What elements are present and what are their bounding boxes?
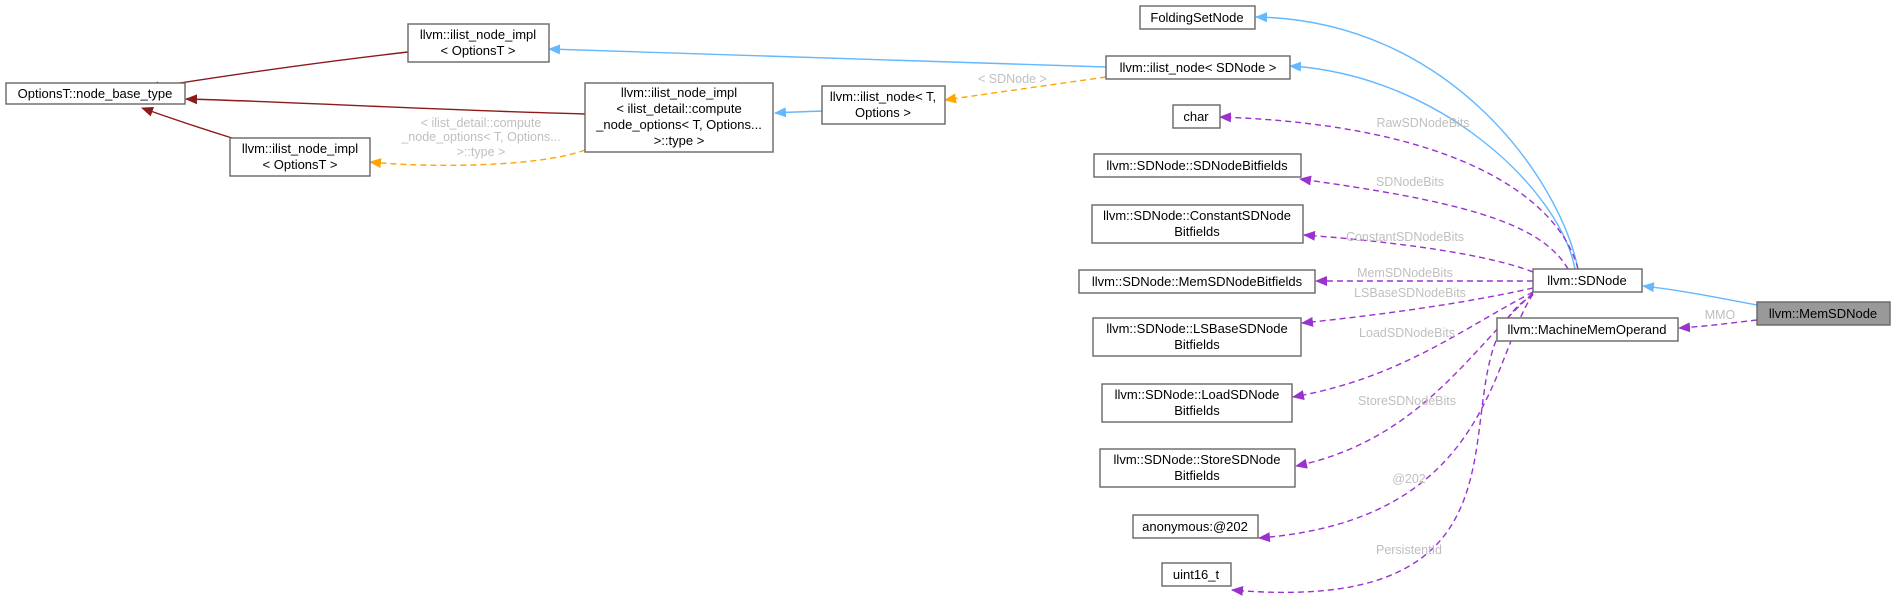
node-machine-mem-operand[interactable]: llvm::MachineMemOperand [1496, 317, 1679, 342]
node-store-sdnode-bitfields[interactable]: llvm::SDNode::StoreSDNode Bitfields [1099, 448, 1296, 488]
svg-text:uint16_t: uint16_t [1173, 567, 1220, 582]
svg-text:anonymous:@202: anonymous:@202 [1142, 519, 1248, 534]
svg-text:char: char [1183, 109, 1209, 124]
edge-sdnode-raw [1219, 112, 1579, 270]
edge-ilist-t-to-impl-compute [774, 107, 823, 118]
svg-text:llvm::MemSDNode: llvm::MemSDNode [1769, 306, 1877, 321]
edge-ilist-sdnode-to-ilist-t [944, 76, 1107, 104]
edge-impl-compute-to-base [185, 94, 586, 115]
label-anon-202: @202 [1392, 472, 1426, 486]
edge-sdnode-to-ilist-sdnode [1289, 61, 1576, 270]
svg-text:FoldingSetNode: FoldingSetNode [1150, 10, 1243, 25]
label-mmo: MMO [1705, 308, 1736, 322]
edge-sdnode-load [1292, 291, 1534, 400]
label-compute-template-3: >::type > [457, 145, 506, 159]
svg-text:llvm::ilist_node< SDNode >: llvm::ilist_node< SDNode > [1120, 60, 1277, 75]
label-compute-template-1: < ilist_detail::compute [421, 116, 542, 130]
node-constant-sdnode-bitfields[interactable]: llvm::SDNode::ConstantSDNode Bitfields [1091, 204, 1304, 244]
node-ilist-node-impl-bottom[interactable]: llvm::ilist_node_impl < OptionsT > [229, 137, 371, 177]
svg-text:< OptionsT >: < OptionsT > [263, 157, 338, 172]
svg-text:llvm::SDNode::SDNodeBitfields: llvm::SDNode::SDNodeBitfields [1106, 158, 1288, 173]
label-lsbase-sdnode-bits: LSBaseSDNodeBits [1354, 286, 1466, 300]
label-load-sdnode-bits: LoadSDNodeBits [1359, 326, 1455, 340]
node-ilist-node-t-options[interactable]: llvm::ilist_node< T, Options > [821, 85, 946, 125]
svg-text:Bitfields: Bitfields [1174, 337, 1220, 352]
edges [141, 12, 1758, 596]
node-lsbase-sdnode-bitfields[interactable]: llvm::SDNode::LSBaseSDNode Bitfields [1092, 317, 1302, 357]
node-options-base-type[interactable]: OptionsT::node_base_type [5, 82, 186, 105]
label-raw-sdnode-bits: RawSDNodeBits [1376, 116, 1469, 130]
label-sdnode-template: < SDNode > [978, 72, 1047, 86]
svg-text:llvm::ilist_node_impl: llvm::ilist_node_impl [242, 141, 358, 156]
svg-text:Bitfields: Bitfields [1174, 224, 1220, 239]
svg-text:llvm::SDNode::LoadSDNode: llvm::SDNode::LoadSDNode [1115, 387, 1280, 402]
node-sdnode[interactable]: llvm::SDNode [1532, 268, 1643, 293]
svg-text:llvm::SDNode::LSBaseSDNode: llvm::SDNode::LSBaseSDNode [1106, 321, 1287, 336]
edge-memsdnode-to-sdnode [1642, 282, 1758, 306]
svg-text:llvm::SDNode::ConstantSDNode: llvm::SDNode::ConstantSDNode [1103, 208, 1291, 223]
node-mem-sdnode-bitfields[interactable]: llvm::SDNode::MemSDNodeBitfields [1078, 269, 1316, 294]
edge-sdnode-to-folding [1255, 12, 1579, 270]
svg-text:llvm::SDNode::MemSDNodeBitfiel: llvm::SDNode::MemSDNodeBitfields [1092, 274, 1303, 289]
edge-sdnode-lsbase [1301, 287, 1534, 327]
node-ilist-node-impl-compute[interactable]: llvm::ilist_node_impl < ilist_detail::co… [584, 82, 774, 153]
label-store-sdnode-bits: StoreSDNodeBits [1358, 394, 1456, 408]
svg-text:llvm::SDNode::StoreSDNode: llvm::SDNode::StoreSDNode [1114, 452, 1281, 467]
node-anonymous-202[interactable]: anonymous:@202 [1132, 514, 1259, 539]
svg-text:Bitfields: Bitfields [1174, 468, 1220, 483]
edge-impl-compute-to-impl-bottom [369, 149, 586, 169]
svg-text:< OptionsT >: < OptionsT > [441, 43, 516, 58]
edge-labels: < SDNode > < ilist_detail::compute _node… [400, 72, 1735, 557]
node-mem-sdnode[interactable]: llvm::MemSDNode [1756, 301, 1891, 326]
node-char[interactable]: char [1172, 104, 1221, 129]
svg-text:Bitfields: Bitfields [1174, 403, 1220, 418]
svg-text:llvm::ilist_node_impl: llvm::ilist_node_impl [621, 85, 737, 100]
svg-text:llvm::SDNode: llvm::SDNode [1547, 273, 1626, 288]
edge-impl-top-to-base [147, 51, 409, 92]
label-constant-sdnode-bits: ConstantSDNodeBits [1346, 230, 1464, 244]
svg-text:< ilist_detail::compute: < ilist_detail::compute [616, 101, 741, 116]
svg-text:llvm::MachineMemOperand: llvm::MachineMemOperand [1508, 322, 1667, 337]
label-sdnode-bits: SDNodeBits [1376, 175, 1444, 189]
svg-text:llvm::ilist_node< T,: llvm::ilist_node< T, [830, 89, 936, 104]
edge-sdnode-sdnodebits [1299, 175, 1569, 270]
label-persistent-id: PersistentId [1376, 543, 1442, 557]
node-folding-set-node[interactable]: FoldingSetNode [1139, 5, 1256, 30]
node-ilist-node-impl-top[interactable]: llvm::ilist_node_impl < OptionsT > [407, 23, 550, 63]
label-compute-template-2: _node_options< T, Options... [400, 130, 560, 144]
svg-text:Options >: Options > [855, 105, 911, 120]
edge-ilist-sdnode-to-impl-top [548, 44, 1107, 68]
svg-text:>::type >: >::type > [654, 133, 705, 148]
svg-text:_node_options< T, Options...: _node_options< T, Options... [595, 117, 762, 132]
label-mem-sdnode-bits: MemSDNodeBits [1357, 266, 1453, 280]
node-load-sdnode-bitfields[interactable]: llvm::SDNode::LoadSDNode Bitfields [1101, 383, 1293, 423]
svg-text:OptionsT::node_base_type: OptionsT::node_base_type [18, 86, 173, 101]
nodes: OptionsT::node_base_type llvm::ilist_nod… [5, 5, 1891, 587]
edge-memsdnode-mmo [1678, 319, 1758, 333]
svg-text:llvm::ilist_node_impl: llvm::ilist_node_impl [420, 27, 536, 42]
node-ilist-node-sdnode[interactable]: llvm::ilist_node< SDNode > [1105, 55, 1291, 80]
edge-impl-bottom-to-base [141, 106, 233, 139]
node-uint16-t[interactable]: uint16_t [1161, 562, 1232, 587]
node-sdnode-bitfields[interactable]: llvm::SDNode::SDNodeBitfields [1093, 153, 1302, 178]
